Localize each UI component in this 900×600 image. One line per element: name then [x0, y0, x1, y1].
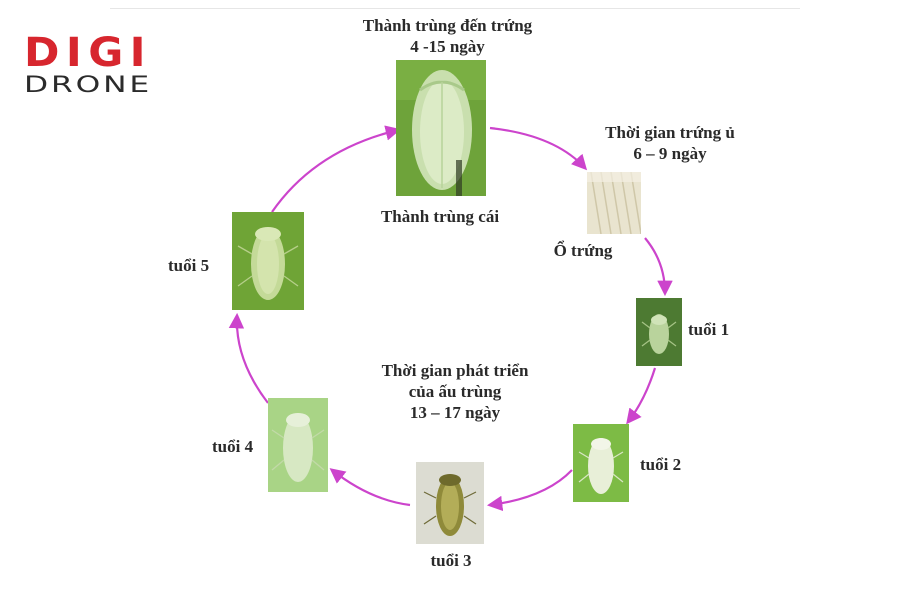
arrow-instar4-to-instar5 — [228, 312, 269, 404]
top-divider — [110, 8, 800, 9]
label-adult-to-egg: Thành trùng đến trứng 4 -15 ngày — [345, 15, 550, 57]
adult-to-egg-line1: Thành trùng đến trứng — [362, 16, 533, 35]
arrow-instar1-to-instar2 — [626, 367, 657, 425]
nymph-time-line1: Thời gian phát triển — [381, 361, 529, 380]
instar-5-photo — [232, 212, 304, 310]
arrow-instar2-to-instar3 — [486, 469, 573, 512]
arrow-instar3-to-instar4 — [329, 468, 411, 507]
label-nymph-development: Thời gian phát triển của ấu trùng 13 – 1… — [360, 360, 550, 423]
logo-drone-text: DRONE — [24, 73, 152, 96]
label-instar-4: tuổi 4 — [212, 437, 254, 456]
label-instar-1: tuổi 1 — [688, 320, 730, 339]
label-instar-2: tuổi 2 — [640, 455, 682, 474]
instar-3-photo — [416, 462, 484, 544]
nymph-time-line2: của ấu trùng — [408, 382, 502, 401]
nymph-time-line3: 13 – 17 ngày — [409, 403, 501, 422]
arrow-instar5-to-adult — [271, 125, 401, 213]
arrow-egg-to-instar1 — [644, 237, 673, 297]
instar-4-photo — [268, 398, 328, 492]
label-egg-incubation: Thời gian trứng ủ 6 – 9 ngày — [585, 122, 755, 164]
label-instar-3: tuổi 3 — [430, 551, 472, 570]
adult-to-egg-line2: 4 -15 ngày — [410, 37, 485, 56]
label-instar-5: tuổi 5 — [168, 256, 210, 275]
adult-female-photo — [396, 60, 486, 196]
egg-cluster-photo — [587, 172, 641, 234]
label-adult-female: Thành trùng cái — [380, 207, 500, 226]
instar-1-photo — [636, 298, 682, 366]
label-egg-cluster: Ổ trứng — [553, 241, 613, 260]
digidrone-logo: DIGI DRONE — [24, 30, 152, 96]
egg-time-line1: Thời gian trứng ủ — [605, 123, 735, 142]
arrow-adult-to-egg — [489, 126, 588, 171]
logo-digi-text: DIGI — [24, 30, 152, 76]
egg-time-line2: 6 – 9 ngày — [633, 144, 707, 163]
instar-2-photo — [573, 424, 629, 502]
